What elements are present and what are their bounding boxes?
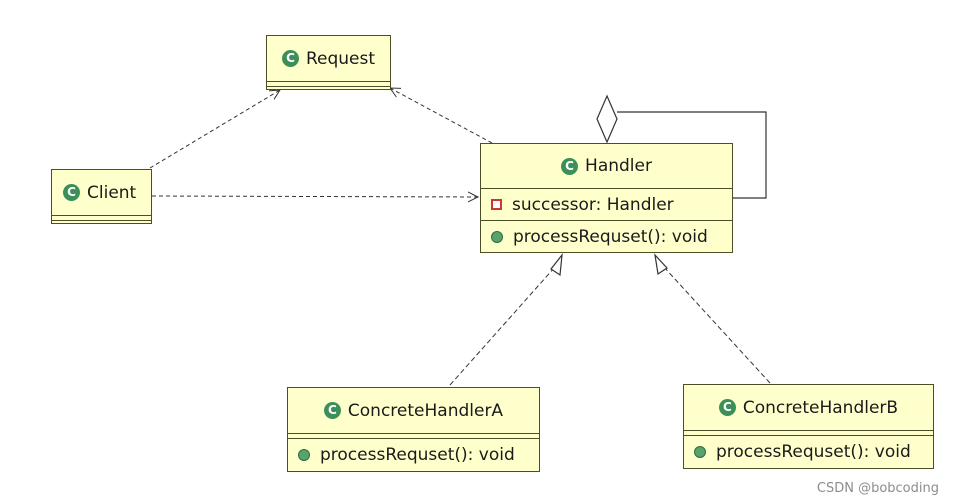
operations-compartment: processRequset(): void bbox=[684, 435, 933, 467]
class-header: C Client bbox=[52, 170, 151, 215]
public-method-icon bbox=[298, 448, 310, 461]
watermark: CSDN @bobcoding bbox=[816, 481, 939, 496]
class-name: ConcreteHandlerB bbox=[742, 397, 899, 418]
class-header: C Request bbox=[267, 36, 390, 81]
class-name: ConcreteHandlerA bbox=[347, 400, 504, 421]
operations-compartment: processRequset(): void bbox=[288, 438, 539, 470]
generalization-b-triangle bbox=[654, 253, 668, 276]
class-icon: C bbox=[323, 402, 341, 419]
class-icon: C bbox=[63, 184, 80, 201]
class-name: Request bbox=[305, 48, 376, 69]
operations-compartment bbox=[52, 220, 151, 221]
class-icon: C bbox=[561, 157, 579, 175]
class-request[interactable]: C Request bbox=[266, 35, 391, 90]
class-header: C Handler bbox=[481, 144, 732, 188]
class-header: C ConcreteHandlerB bbox=[684, 385, 933, 430]
operation-process-request: processRequset(): void bbox=[513, 226, 708, 247]
attributes-compartment bbox=[684, 430, 933, 435]
class-icon: C bbox=[718, 399, 736, 416]
class-icon: C bbox=[281, 50, 299, 67]
attribute-successor: successor: Handler bbox=[512, 194, 674, 215]
dependency-client-request bbox=[149, 90, 280, 169]
attributes-compartment: successor: Handler bbox=[481, 188, 732, 220]
class-name: Handler bbox=[585, 156, 652, 176]
aggregation-successor-line bbox=[617, 111, 767, 199]
generalization-a-triangle bbox=[550, 253, 563, 277]
attributes-compartment bbox=[288, 433, 539, 438]
dependency-handler-request bbox=[390, 88, 493, 144]
class-concrete-handler-b[interactable]: C ConcreteHandlerB processRequset(): voi… bbox=[683, 384, 934, 469]
class-handler[interactable]: C Handler successor: Handler processRequ… bbox=[480, 143, 733, 253]
attributes-compartment bbox=[267, 81, 390, 86]
class-concrete-handler-a[interactable]: C ConcreteHandlerA processRequset(): voi… bbox=[287, 387, 540, 472]
class-name: Client bbox=[87, 182, 137, 203]
class-header: C ConcreteHandlerA bbox=[288, 388, 539, 433]
operation-process-request: processRequset(): void bbox=[716, 441, 911, 462]
operation-process-request: processRequset(): void bbox=[320, 444, 515, 465]
operations-compartment: processRequset(): void bbox=[481, 220, 732, 252]
public-method-icon bbox=[491, 230, 503, 243]
generalization-a-line bbox=[449, 266, 556, 386]
class-client[interactable]: C Client bbox=[51, 169, 152, 224]
private-field-icon bbox=[491, 199, 502, 210]
generalization-b-line bbox=[662, 265, 771, 384]
aggregation-diamond bbox=[596, 94, 618, 144]
dependency-client-handler bbox=[151, 196, 478, 197]
operations-compartment bbox=[267, 86, 390, 87]
public-method-icon bbox=[694, 445, 706, 458]
attributes-compartment bbox=[52, 215, 151, 220]
